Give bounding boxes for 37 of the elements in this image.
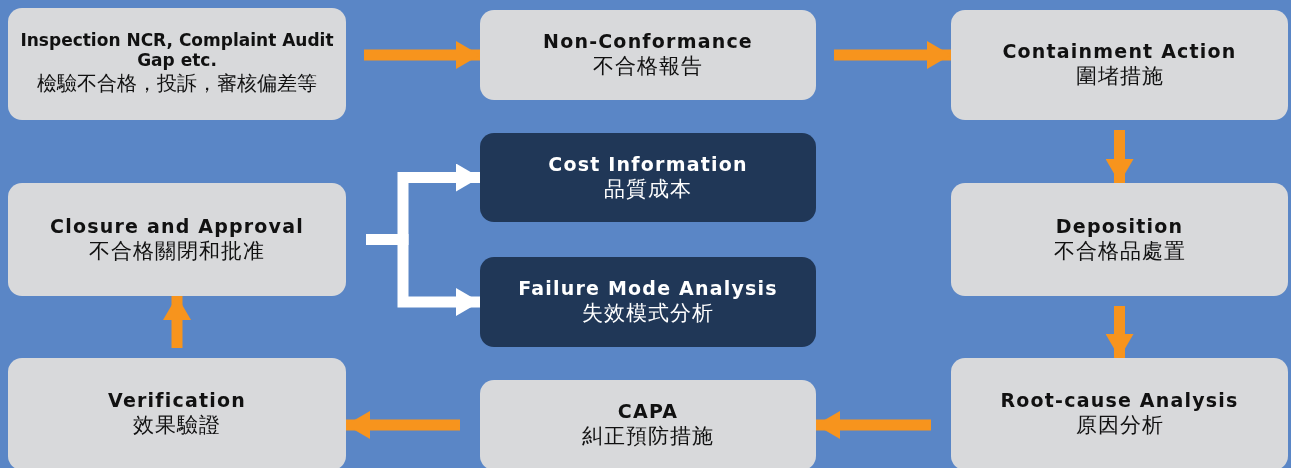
process-box — [951, 10, 1288, 120]
process-box — [8, 183, 346, 296]
box-title: Verification — [108, 389, 246, 411]
box-subtitle: 效果驗證 — [133, 412, 221, 439]
arrow — [364, 41, 480, 69]
box-title: CAPA — [617, 400, 679, 422]
process-box — [8, 8, 346, 120]
box-subtitle: 不合格品處置 — [1053, 237, 1186, 265]
box-subtitle: 原因分析 — [1075, 412, 1164, 439]
box-subtitle: 品質成本 — [604, 175, 692, 203]
box-title: Deposition — [1055, 214, 1184, 237]
arrow — [816, 411, 931, 439]
arrow — [346, 411, 460, 439]
process-box — [480, 257, 816, 347]
box-title: Containment Action — [1002, 40, 1237, 62]
box-title: Root-cause Analysis — [1000, 389, 1239, 411]
process-box — [951, 358, 1288, 468]
arrow — [1105, 130, 1134, 183]
box-title: Failure Mode Analysis — [518, 277, 778, 299]
box-subtitle: 圍堵措施 — [1075, 63, 1164, 90]
box-subtitle: 不合格關閉和批准 — [89, 237, 265, 265]
box-subtitle: 檢驗不合格，投訴，審核偏差等 — [37, 71, 317, 97]
box-title: Non-Conformance — [543, 30, 753, 52]
box-subtitle: 不合格報告 — [593, 53, 703, 80]
process-box — [480, 10, 816, 100]
process-box — [480, 380, 816, 468]
box-title: Inspection NCR, Complaint Audit Gap etc. — [19, 30, 335, 70]
arrow — [163, 296, 191, 348]
box-subtitle: 糾正預防措施 — [582, 423, 714, 450]
arrow — [834, 41, 951, 69]
process-box — [8, 358, 346, 468]
arrow — [1105, 306, 1134, 358]
box-title: Cost Information — [548, 152, 748, 175]
process-box — [951, 183, 1288, 296]
process-box — [480, 133, 816, 222]
box-title: Closure and Approval — [50, 214, 304, 237]
box-subtitle: 失效模式分析 — [582, 300, 714, 327]
